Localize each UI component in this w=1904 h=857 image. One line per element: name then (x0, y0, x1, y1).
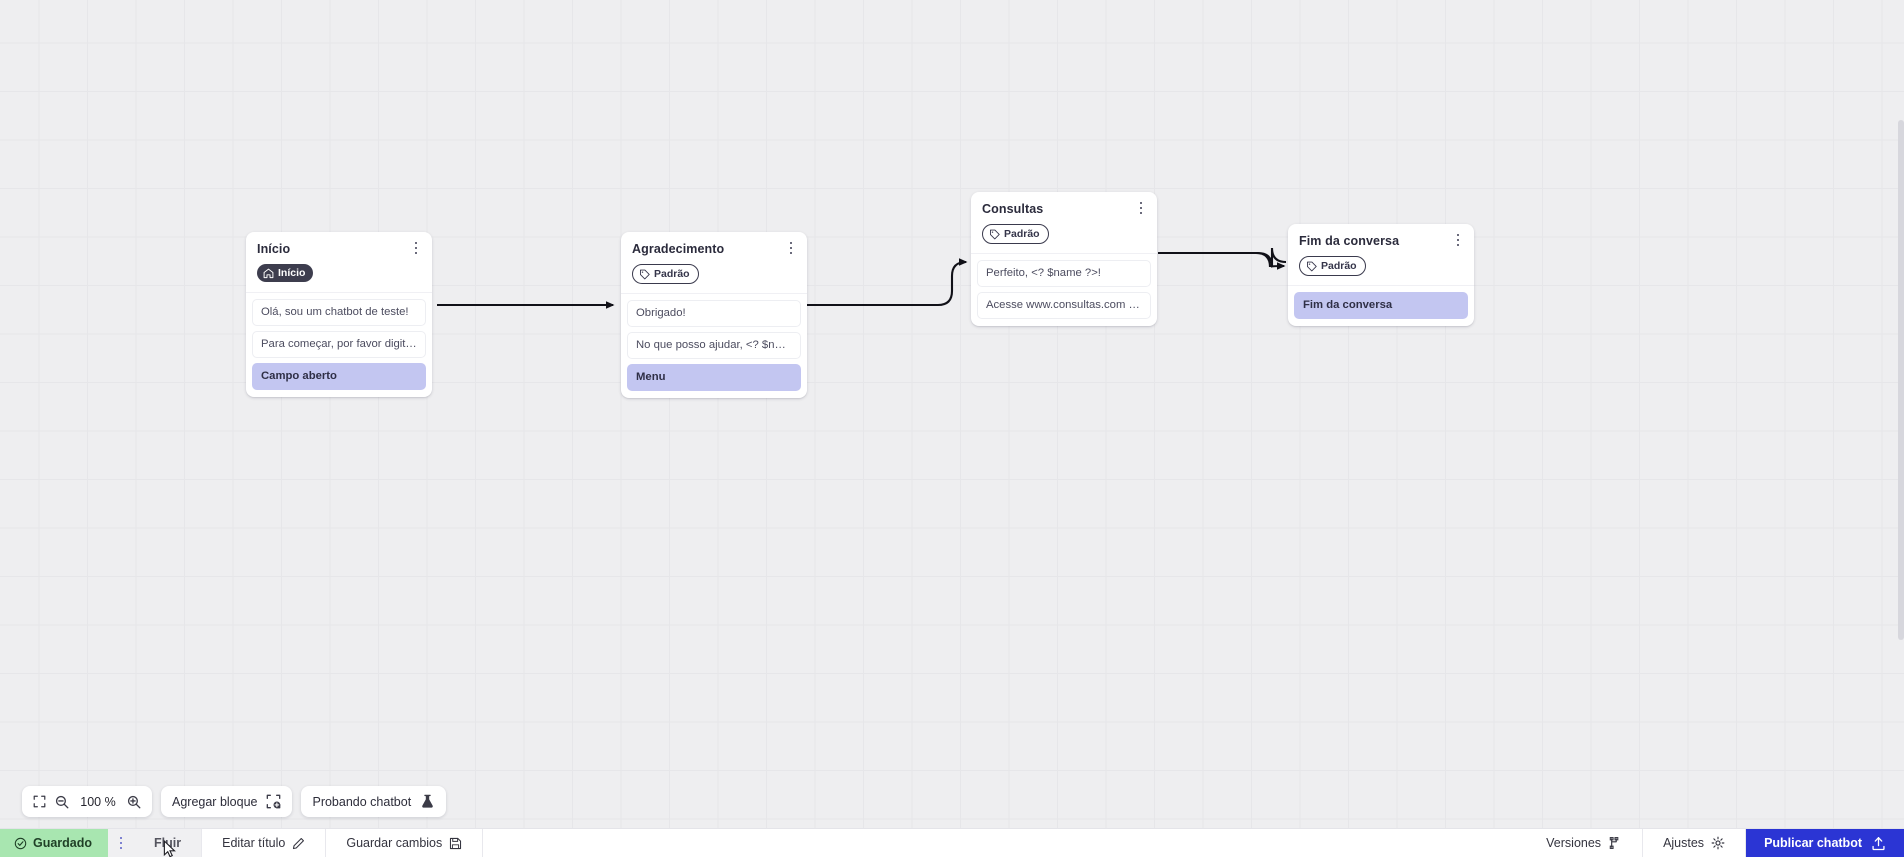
node-row-accent[interactable]: Menu (627, 363, 801, 391)
node-title: Fim da conversa (1299, 234, 1400, 248)
tag-icon (1306, 261, 1317, 271)
saved-label: Guardado (33, 836, 93, 850)
node-row[interactable]: Acesse www.consultas.com par... (977, 291, 1151, 319)
node-header: Fim da conversa (1288, 224, 1474, 249)
node-menu-button[interactable] (783, 239, 799, 257)
pencil-icon (293, 837, 305, 849)
settings-label: Ajustes (1663, 836, 1705, 850)
add-block-icon (266, 794, 281, 809)
node-header: Consultas (971, 192, 1157, 217)
status-bar-right: Versiones Ajustes Publicar chatbot (1526, 829, 1904, 857)
zoom-out-icon[interactable] (55, 795, 69, 809)
edge-agradecimento-consultas (805, 258, 968, 307)
status-badge-saved: Guardado (0, 829, 109, 857)
branch-icon (1609, 837, 1619, 849)
tag-icon (989, 229, 1000, 239)
add-block-label: Agregar bloque (172, 794, 258, 809)
edit-title-label: Editar título (222, 836, 286, 850)
node-row[interactable]: Olá, sou um chatbot de teste! (252, 298, 426, 326)
node-divider (246, 291, 432, 293)
publish-label: Publicar chatbot (1764, 836, 1862, 850)
flask-icon (420, 794, 435, 809)
zoom-in-icon[interactable] (127, 795, 141, 809)
node-header: Início (246, 232, 432, 257)
scrollbar-thumb[interactable] (1898, 120, 1904, 640)
node-row[interactable]: Para começar, por favor digite o ... (252, 330, 426, 358)
node-header: Agradecimento (621, 232, 807, 257)
node-rows: Obrigado! No que posso ajudar, <? $name … (621, 299, 807, 391)
home-icon (263, 268, 274, 278)
tag-icon (639, 269, 650, 279)
node-menu-button[interactable] (1133, 199, 1149, 217)
edit-title-button[interactable]: Editar título (202, 829, 327, 857)
node-badge-start[interactable]: Início (257, 264, 314, 282)
edge-consultas-fim (1158, 247, 1287, 268)
publish-chatbot-button[interactable]: Publicar chatbot (1746, 829, 1904, 857)
zoom-level-label: 100 % (80, 794, 116, 809)
add-block-button[interactable]: Agregar bloque (161, 786, 293, 817)
node-badge-label: Padrão (654, 268, 690, 280)
node-divider (971, 252, 1157, 254)
status-bar: Guardado Fluir Editar título Guardar cam… (0, 828, 1904, 857)
gear-icon (1711, 836, 1725, 850)
node-divider (1288, 284, 1474, 286)
flow-connectors (437, 247, 1287, 309)
node-badge-default[interactable]: Padrão (982, 224, 1049, 244)
node-row-accent[interactable]: Campo aberto (252, 362, 426, 390)
node-badge-row: Padrão (621, 257, 807, 293)
zoom-controls: 100 % (22, 786, 152, 817)
node-badge-default[interactable]: Padrão (632, 264, 699, 284)
flow-node-fim-da-conversa[interactable]: Fim da conversa Padrão Fim da conversa (1288, 224, 1474, 326)
node-rows: Perfeito, <? $name ?>! Acesse www.consul… (971, 259, 1157, 319)
node-badge-label: Padrão (1321, 260, 1357, 272)
node-title: Agradecimento (632, 242, 725, 256)
check-circle-icon (14, 837, 27, 849)
floppy-disk-icon (450, 837, 462, 849)
save-changes-button[interactable]: Guardar cambios (326, 829, 484, 857)
canvas-vertical-scrollbar[interactable] (1898, 120, 1904, 640)
node-title: Consultas (982, 202, 1044, 216)
node-menu-button[interactable] (1450, 231, 1466, 249)
versions-button[interactable]: Versiones (1526, 829, 1644, 857)
node-rows: Fim da conversa (1288, 291, 1474, 319)
status-menu-button[interactable] (108, 829, 135, 857)
node-badge-row: Padrão (1288, 249, 1474, 285)
node-badge-label: Padrão (1004, 228, 1040, 240)
settings-button[interactable]: Ajustes (1643, 829, 1747, 857)
edge-consultas-fim-2 (1158, 251, 1286, 270)
flow-node-agradecimento[interactable]: Agradecimento Padrão Obrigado! No que po… (621, 232, 807, 398)
node-row[interactable]: No que posso ajudar, <? $name ... (627, 331, 801, 359)
save-changes-label: Guardar cambios (346, 836, 443, 850)
node-badge-row: Padrão (971, 217, 1157, 253)
status-spacer (483, 829, 1526, 857)
test-chatbot-button[interactable]: Probando chatbot (301, 786, 447, 817)
node-badge-label: Início (278, 267, 306, 279)
node-menu-button[interactable] (408, 239, 424, 257)
test-chatbot-label: Probando chatbot (312, 794, 412, 809)
flow-canvas[interactable]: Início Início Olá, sou um chatbot de tes… (0, 0, 1904, 830)
tab-fluir[interactable]: Fluir (134, 829, 203, 857)
versions-label: Versiones (1546, 836, 1602, 850)
flow-node-consultas[interactable]: Consultas Padrão Perfeito, <? $name ?>! … (971, 192, 1157, 326)
node-title: Início (257, 242, 291, 256)
node-row[interactable]: Obrigado! (627, 299, 801, 327)
node-badge-row: Início (246, 257, 432, 292)
upload-icon (1872, 836, 1885, 850)
flow-node-inicio[interactable]: Início Início Olá, sou um chatbot de tes… (246, 232, 432, 397)
node-divider (621, 292, 807, 294)
fit-screen-icon[interactable] (33, 795, 46, 808)
tab-fluir-label: Fluir (154, 836, 182, 850)
node-row[interactable]: Perfeito, <? $name ?>! (977, 259, 1151, 287)
node-row-accent[interactable]: Fim da conversa (1294, 291, 1468, 319)
canvas-toolbar: 100 % Agregar bloque Probando chatbot (22, 786, 447, 817)
node-badge-default[interactable]: Padrão (1299, 256, 1366, 276)
node-rows: Olá, sou um chatbot de teste! Para começ… (246, 298, 432, 390)
